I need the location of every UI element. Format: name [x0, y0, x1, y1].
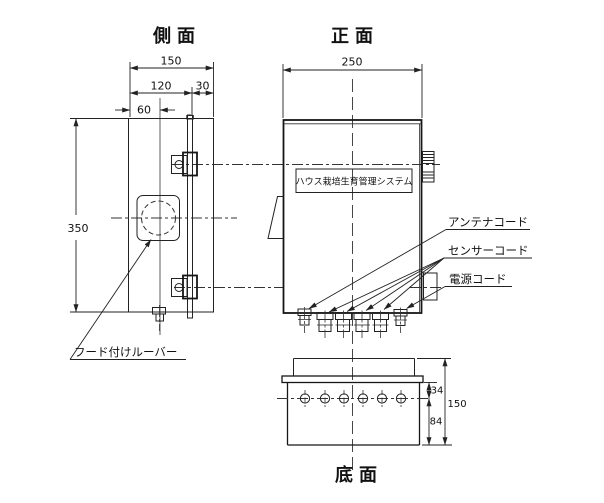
- bottom-hole: [338, 390, 350, 407]
- cable-gland-antenna: [297, 307, 312, 333]
- bottom-view-title: 底面: [335, 464, 383, 485]
- front-view: 正面 250 ハウス栽培生育管理システム: [267, 26, 532, 338]
- svg-text:60: 60: [137, 104, 151, 117]
- louver-callout-label: フード付けルーバー: [74, 346, 177, 359]
- side-cable-gland: [152, 305, 166, 331]
- antenna-cord-label: アンテナコード: [448, 216, 528, 229]
- svg-text:150: 150: [448, 399, 467, 410]
- cable-glands: [297, 307, 408, 338]
- side-mounting-rail: [186, 114, 194, 319]
- power-cord-callout: 電源コード: [406, 272, 512, 309]
- side-view: 側面: [68, 25, 214, 360]
- side-view-title: 側面: [152, 25, 201, 46]
- nameplate: ハウス栽培生育管理システム: [295, 168, 413, 193]
- svg-text:120: 120: [151, 80, 172, 93]
- antenna-mount: [422, 151, 435, 183]
- dim-side-louver-offset: 60: [115, 104, 175, 117]
- bottom-hole: [376, 390, 388, 407]
- bottom-view: 34 150 84 底面: [277, 358, 467, 485]
- dim-side-height: 350: [68, 118, 128, 313]
- front-bracket-right: [423, 272, 438, 301]
- sensor-cord-label: センサーコード: [448, 245, 529, 258]
- side-bracket-lower: [171, 274, 198, 300]
- cable-gland-sensor-1: [316, 310, 334, 338]
- side-enclosure-outline: [128, 118, 214, 313]
- svg-text:350: 350: [68, 222, 89, 235]
- bottom-flange: [281, 375, 424, 384]
- louver-callout: フード付けルーバー: [69, 239, 186, 360]
- bottom-lid-outline: [293, 358, 415, 376]
- bottom-hole: [395, 390, 407, 407]
- cable-gland-power: [393, 307, 408, 333]
- bottom-hole: [357, 390, 369, 407]
- dim-bottom-depths: 34 150 84: [417, 358, 467, 446]
- front-view-title: 正面: [331, 26, 379, 46]
- dim-side-body-rail: 120 30: [129, 80, 214, 114]
- alignment-center-lines: [111, 79, 443, 470]
- bottom-holes: [277, 390, 431, 407]
- svg-text:34: 34: [431, 386, 444, 397]
- louver-circle: [141, 200, 176, 236]
- cable-gland-sensor-2: [335, 310, 352, 338]
- dim-front-width: 250: [282, 56, 423, 118]
- cable-gland-sensor-4: [372, 310, 389, 338]
- bottom-hole: [299, 390, 311, 407]
- svg-text:150: 150: [161, 55, 182, 68]
- side-louver: [136, 195, 180, 241]
- front-enclosure-outline: [282, 119, 423, 314]
- side-bracket-upper: [171, 151, 198, 177]
- svg-text:250: 250: [342, 56, 363, 69]
- nameplate-text: ハウス栽培生育管理システム: [296, 176, 413, 187]
- power-cord-label: 電源コード: [449, 272, 507, 286]
- sensor-cord-callout: センサーコード: [328, 245, 532, 313]
- dim-side-width: 150: [129, 55, 214, 117]
- bottom-hole: [319, 390, 331, 407]
- cable-gland-sensor-3: [353, 310, 371, 338]
- bottom-body-outline: [286, 382, 421, 446]
- antenna-cord-callout: アンテナコード: [308, 216, 530, 309]
- sensor-leader-lines: [328, 257, 445, 313]
- louver-hood-profile: [267, 196, 284, 239]
- svg-text:84: 84: [430, 417, 443, 428]
- svg-text:30: 30: [196, 80, 210, 93]
